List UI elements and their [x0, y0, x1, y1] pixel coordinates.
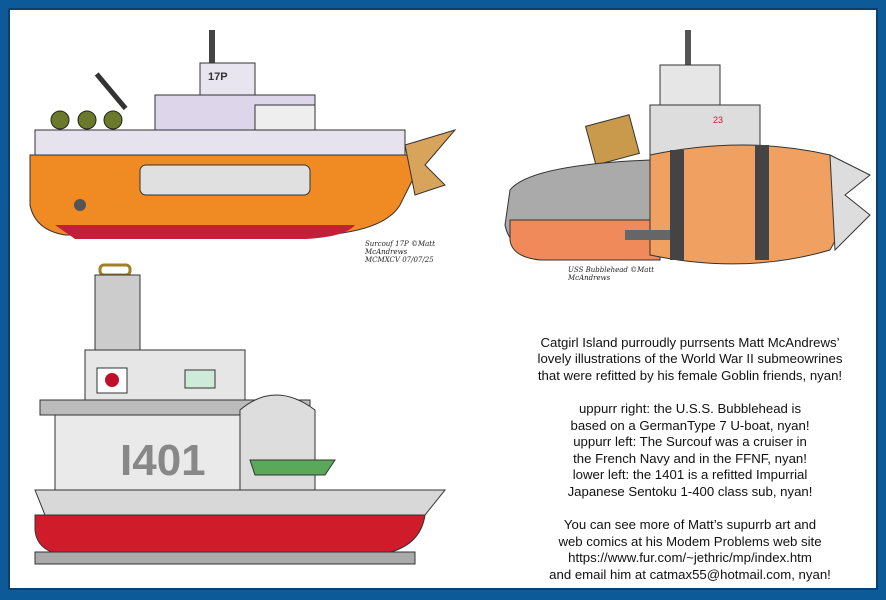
caption-line: lovely illustrations of the World War II…: [537, 351, 843, 367]
email-line[interactable]: and email him at catmax55@hotmail.com, n…: [549, 566, 831, 582]
caption-line: Japanese Sentoku 1-400 class sub, nyan!: [567, 483, 813, 499]
caption-line: the French Navy and in the FFNF, nyan!: [573, 450, 807, 466]
bubblehead-signature: USS Bubblehead ©Matt McAndrews: [568, 266, 655, 282]
svg-text:17P: 17P: [208, 71, 228, 83]
caption-line: uppurr left: The Surcouf was a cruiser i…: [573, 434, 807, 450]
hull-number: I401: [120, 436, 206, 485]
surcouf-signature: Surcouf 17P ©Matt McAndrews MCMXCV 07/07…: [365, 240, 435, 264]
caption-line: You can see more of Matt’s supurrb art a…: [563, 517, 817, 533]
caption-line: based on a GermanType 7 U-boat, nyan!: [570, 417, 810, 433]
caption-line: web comics at his Modem Problems web sit…: [558, 533, 822, 549]
bubblehead-illustration: 23: [504, 30, 871, 265]
surcouf-illustration: 17P: [29, 30, 457, 239]
svg-text:23: 23: [713, 115, 723, 125]
i401-illustration: I401: [34, 263, 447, 565]
caption-text: Catgirl Island purroudly purrsents Matt …: [505, 318, 875, 600]
caption-line: uppurr right: the U.S.S. Bubblehead is: [578, 400, 802, 416]
caption-line: lower left: the 1401 is a refitted Impur…: [572, 467, 808, 483]
caption-line: that were refitted by his female Goblin …: [537, 367, 843, 383]
website-link[interactable]: https://www.fur.com/~jethric/mp/index.ht…: [568, 550, 812, 566]
caption-line: Catgirl Island purroudly purrsents Matt …: [540, 334, 840, 350]
